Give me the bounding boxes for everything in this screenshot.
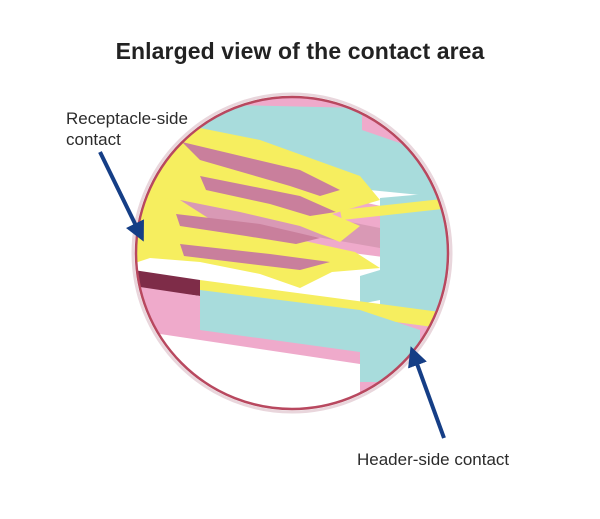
header-arrow <box>408 346 446 439</box>
magnified-lens-content <box>136 97 448 409</box>
receptacle-label-line1: Receptacle-side <box>66 109 188 128</box>
spring-finger-3 <box>176 214 320 244</box>
bottom-pink-edge <box>136 318 360 364</box>
spring-finger-4 <box>180 244 330 270</box>
spring-finger-2 <box>200 176 336 216</box>
header-contact-top <box>340 196 448 220</box>
receptacle-arrow <box>98 151 144 242</box>
lens-rim <box>134 95 450 411</box>
receptacle-side-contact-label: Receptacle-side contact <box>66 108 196 150</box>
diagram-title: Enlarged view of the contact area <box>115 38 485 64</box>
receptacle-label-line2: contact <box>66 130 121 149</box>
lower-cyan-block <box>200 290 420 382</box>
header-side-contact-label: Header-side contact <box>357 450 510 469</box>
lens-rim-glow <box>131 92 453 414</box>
lower-maroon-strip <box>136 268 200 296</box>
upper-cyan-wall <box>185 104 448 200</box>
spring-finger-1 <box>182 142 340 196</box>
